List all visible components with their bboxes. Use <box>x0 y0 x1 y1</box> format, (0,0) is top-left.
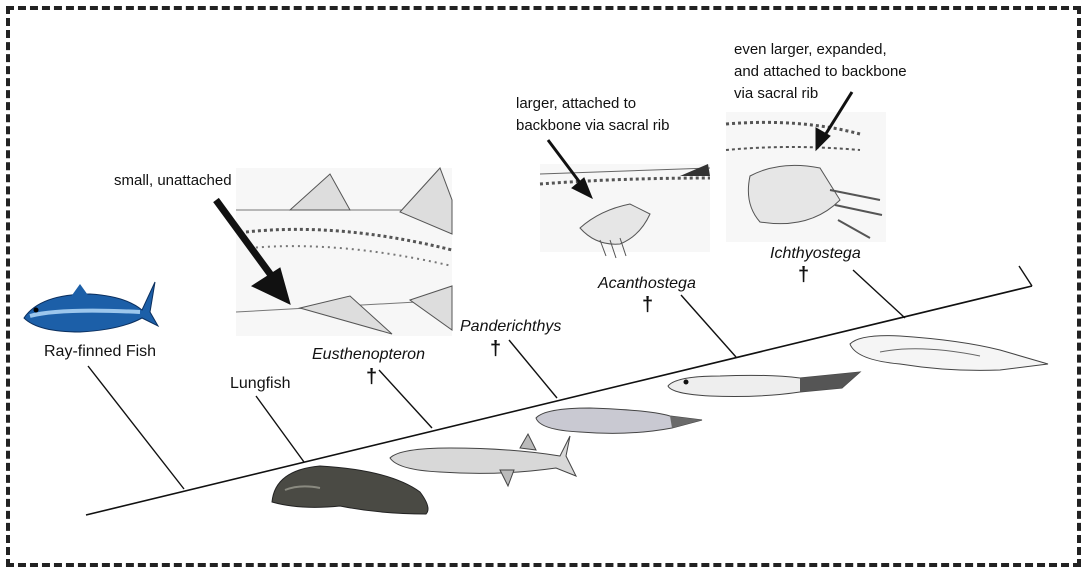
ichthyostega-illustration <box>849 335 1049 371</box>
extinct-marker-eusthenopteron: † <box>366 366 378 388</box>
arrow-acanthostega <box>546 139 593 200</box>
label-lungfish: Lungfish <box>230 375 291 392</box>
eusthenopteron-illustration <box>389 432 578 488</box>
annotation-ichthyostega-line2: and attached to backbone <box>734 63 907 80</box>
label-panderichthys: Panderichthys <box>460 318 562 335</box>
branch-eusthenopteron <box>378 369 433 429</box>
arrow-ichthyostega <box>815 91 854 152</box>
extinct-marker-panderichthys: † <box>490 338 502 360</box>
branch-ray-finned-fish <box>87 365 185 490</box>
annotation-ichthyostega: even larger, expanded, and attached to b… <box>734 39 907 105</box>
label-acanthostega: Acanthostega <box>598 275 696 292</box>
panderichthys-illustration <box>535 407 703 434</box>
annotation-eusthenopteron: small, unattached <box>114 172 232 189</box>
branch-lungfish <box>255 395 305 463</box>
branch-tip <box>1018 265 1033 287</box>
eusthenopteron-skeleton-detail <box>235 167 453 336</box>
annotation-ichthyostega-line1: even larger, expanded, <box>734 41 887 58</box>
acanthostega-skeleton-detail <box>539 164 711 259</box>
annotation-acanthostega-line2: backbone via sacral rib <box>516 117 670 134</box>
ichthyostega-skeleton-detail <box>725 112 886 242</box>
branch-acanthostega <box>680 294 737 358</box>
branch-ichthyostega <box>852 269 906 319</box>
dashed-frame <box>6 6 1081 567</box>
arrow-eusthenopteron <box>213 197 291 305</box>
annotation-acanthostega: larger, attached to backbone via sacral … <box>516 93 669 137</box>
annotation-ichthyostega-line3: via sacral rib <box>734 85 819 102</box>
tree-trunk <box>85 285 1033 516</box>
ray-finned-fish-illustration <box>23 281 160 333</box>
acanthostega-illustration <box>667 371 862 397</box>
extinct-marker-acanthostega: † <box>642 294 654 316</box>
label-ichthyostega: Ichthyostega <box>770 245 861 262</box>
annotation-acanthostega-line1: larger, attached to <box>516 95 637 112</box>
label-eusthenopteron: Eusthenopteron <box>312 346 425 363</box>
lungfish-illustration <box>271 465 429 515</box>
branch-panderichthys <box>508 339 558 399</box>
label-ray-finned-fish: Ray-finned Fish <box>44 343 157 360</box>
extinct-marker-ichthyostega: † <box>798 264 810 286</box>
